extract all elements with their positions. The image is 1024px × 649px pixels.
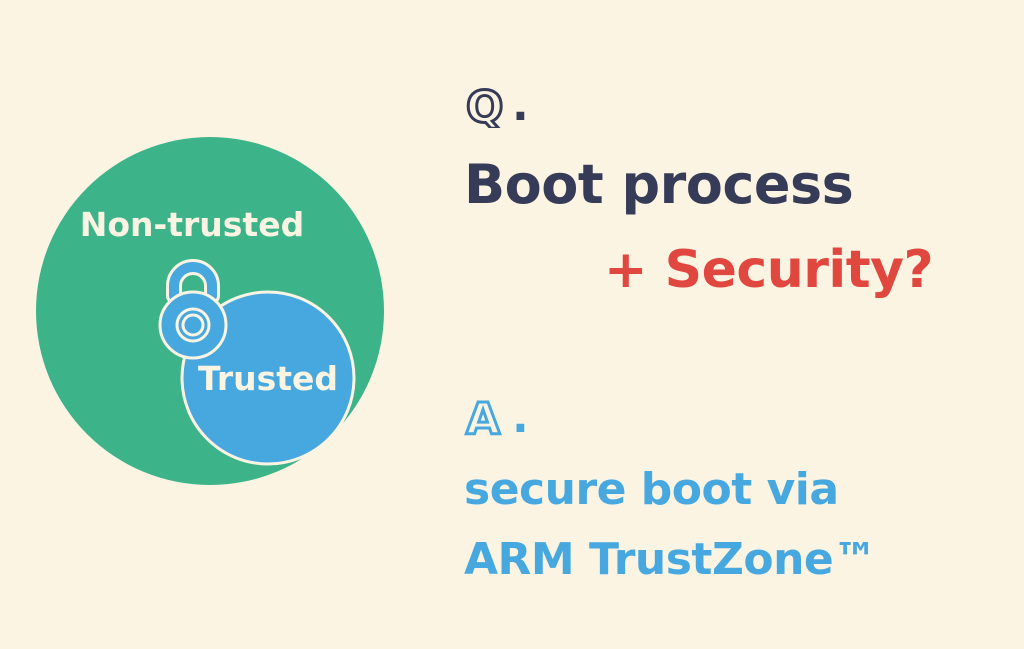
outlined-q-glyph: Q	[465, 82, 505, 128]
padlock-icon	[158, 259, 228, 360]
question-marker: Q .	[464, 82, 529, 136]
question-marker-dot: .	[512, 80, 529, 131]
trusted-label: Trusted	[198, 359, 338, 398]
answer-marker-dot: .	[512, 392, 529, 443]
question-line-1: Boot process	[464, 153, 854, 216]
svg-text:A: A	[466, 394, 500, 440]
non-trusted-label: Non-trusted	[80, 205, 304, 244]
trust-diagram: Non-trusted Trusted	[36, 137, 384, 485]
question-line-2: + Security?	[604, 240, 934, 300]
outlined-a-glyph: A	[465, 394, 502, 440]
svg-text:Q: Q	[466, 82, 503, 128]
answer-line-1: secure boot via	[464, 464, 839, 515]
answer-line-2: ARM TrustZone™	[464, 534, 877, 585]
answer-marker: A .	[464, 394, 529, 448]
